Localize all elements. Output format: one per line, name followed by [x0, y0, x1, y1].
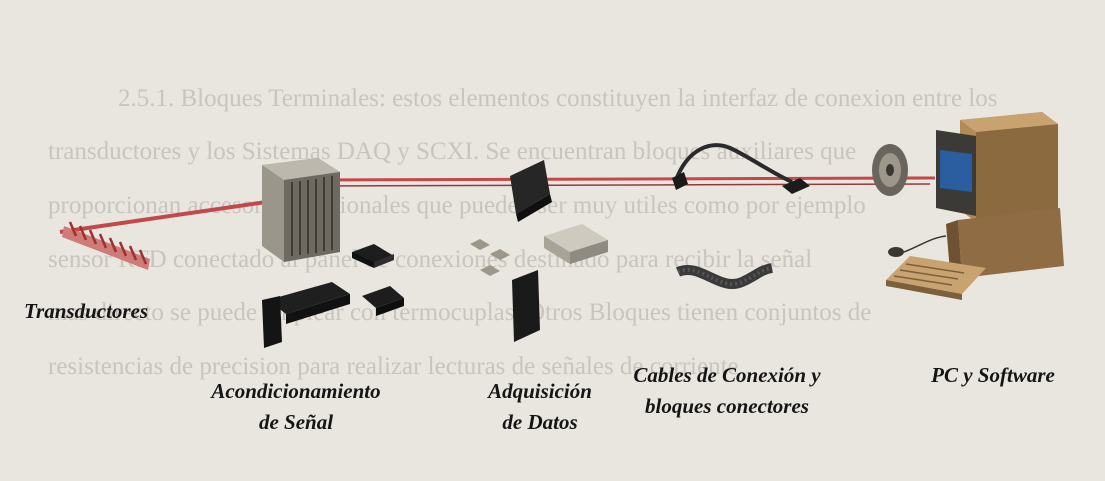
label-data-acquisition-line1: Adquisición [488, 379, 592, 403]
label-cables-connectors: Cables de Conexión y bloques conectores [612, 360, 842, 422]
background-text-line-6: resistencias de precision para realizar … [48, 353, 739, 380]
conditioning-module-icon [352, 244, 394, 268]
daq-chip-icons [470, 239, 510, 276]
connector-block-icon [782, 178, 810, 194]
label-cables-connectors-line2: bloques conectores [645, 394, 809, 418]
label-pc-software: PC y Software [908, 360, 1078, 391]
data-acquisition-card-icon [510, 160, 552, 222]
label-transducers: Transductores [24, 296, 148, 327]
daq-board-icon [512, 270, 540, 342]
label-transducers-line1: Transductores [24, 299, 149, 323]
label-pc-software-line1: PC y Software [931, 363, 1055, 387]
daq-module-icon [544, 224, 608, 264]
background-text-line-2: transductores y los Sistemas DAQ y SCXI.… [48, 138, 857, 165]
mouse-icon [888, 235, 947, 257]
background-text-line-5: mas directo se puede emplear con termocu… [48, 299, 872, 326]
label-signal-conditioning: Acondicionamiento de Señal [176, 376, 416, 438]
label-cables-connectors-line1: Cables de Conexión y [633, 363, 821, 387]
terminal-block-icon [262, 282, 350, 348]
background-text-line-1: 2.5.1. Bloques Terminales: estos element… [118, 85, 998, 112]
label-signal-conditioning-line2: de Señal [258, 410, 334, 434]
ribbon-cable-icon [675, 263, 774, 289]
signal-cable [59, 176, 935, 234]
label-data-acquisition-line2: de Datos [502, 410, 578, 434]
computer-icon [936, 112, 1064, 278]
conditioning-module-icon-2 [362, 286, 404, 316]
transducers-icon [62, 221, 150, 270]
label-data-acquisition: Adquisición de Datos [470, 376, 610, 438]
keyboard-icon [886, 256, 986, 300]
label-signal-conditioning-line1: Acondicionamiento [211, 379, 381, 403]
signal-conditioning-chassis-icon [262, 158, 340, 262]
tape-drive-icon [872, 144, 908, 196]
connection-cable-icon [672, 143, 793, 190]
